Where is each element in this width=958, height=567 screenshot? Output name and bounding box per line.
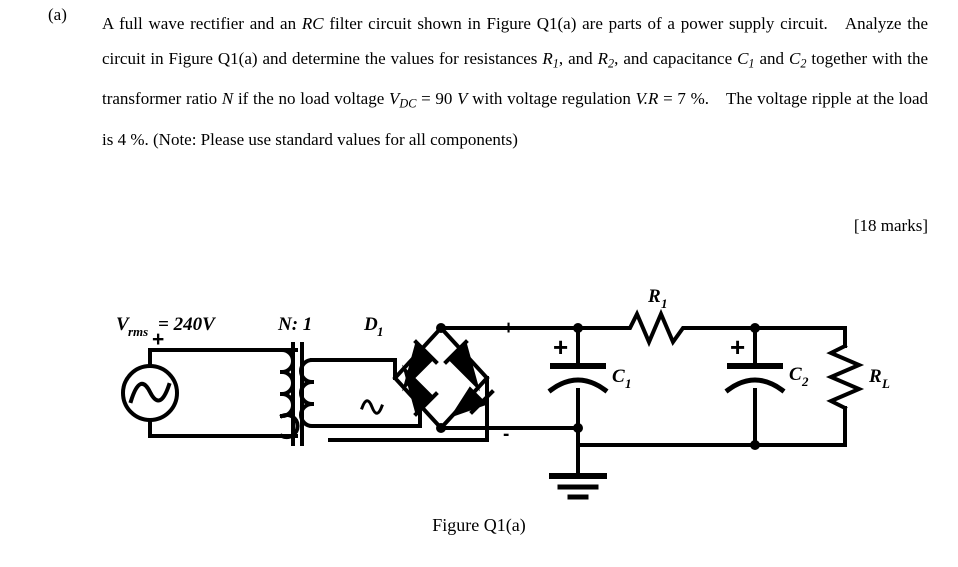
ac-voltage-source bbox=[121, 348, 298, 438]
c2-bottom-plate bbox=[724, 377, 786, 394]
primary-winding bbox=[279, 347, 300, 439]
load-bottom-wire bbox=[753, 406, 847, 447]
diode-lower-left bbox=[402, 364, 439, 417]
text-fragment: Analyze the circuit in Figure Q1(a) and … bbox=[102, 14, 928, 68]
term-vdc: V bbox=[388, 89, 400, 109]
transformer bbox=[279, 342, 422, 446]
term-c2: C bbox=[789, 49, 801, 68]
label-load-resistor: R L bbox=[868, 366, 890, 391]
secondary-sine-marker bbox=[360, 399, 384, 415]
polarity-minus-bridge: - bbox=[503, 424, 509, 445]
c2-subscript: 2 bbox=[801, 374, 809, 389]
diode-ul-bar bbox=[413, 339, 439, 365]
diode-ur-bar bbox=[443, 339, 469, 365]
polarity-plus-c1: + bbox=[553, 332, 568, 362]
text-fragment: , and capacitance bbox=[614, 49, 738, 68]
figure-caption: Figure Q1(a) bbox=[432, 515, 526, 535]
text-fragment: The voltage ripple at the load is 4 %. (… bbox=[102, 89, 929, 149]
rl-subscript: L bbox=[881, 376, 890, 391]
vrms-subscript: rms bbox=[128, 324, 148, 339]
source-bottom-lead bbox=[148, 418, 298, 438]
term-c1-sub: 1 bbox=[748, 56, 755, 71]
c1-symbol: C bbox=[612, 366, 625, 387]
diode-lr-triangle bbox=[449, 386, 488, 418]
bottom-rail-wire bbox=[576, 426, 757, 447]
question-paragraph: A full wave rectifier and an RC filter c… bbox=[102, 6, 928, 157]
load-top-wire bbox=[753, 326, 847, 348]
text-fragment: = 7 %. bbox=[658, 89, 710, 109]
term-r2-sub: 2 bbox=[608, 56, 615, 71]
c1-subscript: 1 bbox=[625, 376, 632, 391]
label-resistor-1: R 1 bbox=[647, 286, 668, 311]
term-n: N bbox=[221, 89, 234, 109]
secondary-top-wire bbox=[328, 358, 397, 380]
diode-ll-bar bbox=[413, 391, 439, 417]
text-fragment: filter circuit shown in Figure Q1(a) are… bbox=[323, 14, 828, 33]
text-fragment: , and bbox=[558, 49, 598, 68]
marks-annotation: [18 marks] bbox=[853, 216, 928, 235]
term-r1: R bbox=[542, 49, 553, 68]
term-vr: V.R bbox=[635, 89, 659, 109]
question-label: (a) bbox=[48, 5, 67, 24]
load-branch bbox=[576, 326, 865, 447]
term-c1: C bbox=[737, 49, 749, 68]
bridge-right-return-wire bbox=[328, 376, 489, 442]
term-volt-unit: V bbox=[457, 89, 468, 109]
r1-subscript: 1 bbox=[661, 296, 668, 311]
term-c2-sub: 2 bbox=[800, 56, 807, 71]
capacitor-c2 bbox=[724, 323, 786, 450]
term-vdc-sub: DC bbox=[399, 96, 417, 111]
label-turns-ratio: N: 1 bbox=[277, 314, 312, 335]
diode-upper-right bbox=[443, 339, 480, 392]
d1-symbol: D bbox=[363, 314, 378, 335]
question-body: A full wave rectifier and an RC filter c… bbox=[102, 6, 928, 157]
c1-bottom-plate bbox=[547, 377, 609, 394]
vrms-symbol: V bbox=[116, 314, 130, 335]
secondary-bottom-wire bbox=[328, 411, 422, 428]
text-fragment: together with the transformer ratio bbox=[102, 49, 929, 109]
ac-sine-glyph bbox=[128, 381, 172, 404]
text-fragment: with voltage regulation bbox=[467, 89, 636, 109]
resistor-r1 bbox=[576, 308, 757, 348]
polarity-plus-bridge: + bbox=[503, 318, 514, 339]
secondary-winding bbox=[299, 357, 332, 429]
label-diode-bridge: D 1 bbox=[363, 314, 384, 339]
circuit-diagram-svg: V rms = 240V N: 1 D 1 R 1 C 1 bbox=[116, 286, 890, 500]
bridge-output-wiring bbox=[328, 326, 580, 442]
r1-symbol: R bbox=[647, 286, 661, 307]
vrms-value: = 240V bbox=[158, 314, 216, 335]
term-rc: RC bbox=[301, 14, 324, 33]
text-fragment: A full wave rectifier and an bbox=[102, 14, 302, 33]
label-capacitor-2: C 2 bbox=[789, 364, 809, 389]
polarity-plus-c2: + bbox=[730, 332, 745, 362]
term-r2: R bbox=[597, 49, 609, 68]
label-capacitor-1: C 1 bbox=[612, 366, 632, 391]
polarity-plus-source: + bbox=[152, 328, 164, 351]
term-r1-sub: 1 bbox=[552, 56, 559, 71]
r1-zigzag bbox=[576, 308, 757, 348]
d1-subscript: 1 bbox=[377, 324, 384, 339]
rl-zigzag bbox=[825, 343, 865, 411]
circuit-figure: V rms = 240V N: 1 D 1 R 1 C 1 bbox=[0, 268, 958, 567]
diode-bridge-rectifier bbox=[392, 323, 495, 433]
c2-symbol: C bbox=[789, 364, 802, 385]
rl-symbol: R bbox=[868, 366, 882, 387]
text-fragment: = 90 bbox=[416, 89, 458, 109]
label-source-voltage: V rms = 240V bbox=[116, 314, 216, 339]
text-fragment: and bbox=[754, 49, 789, 68]
text-fragment: if the no load voltage bbox=[233, 89, 389, 109]
source-top-lead bbox=[148, 348, 298, 368]
